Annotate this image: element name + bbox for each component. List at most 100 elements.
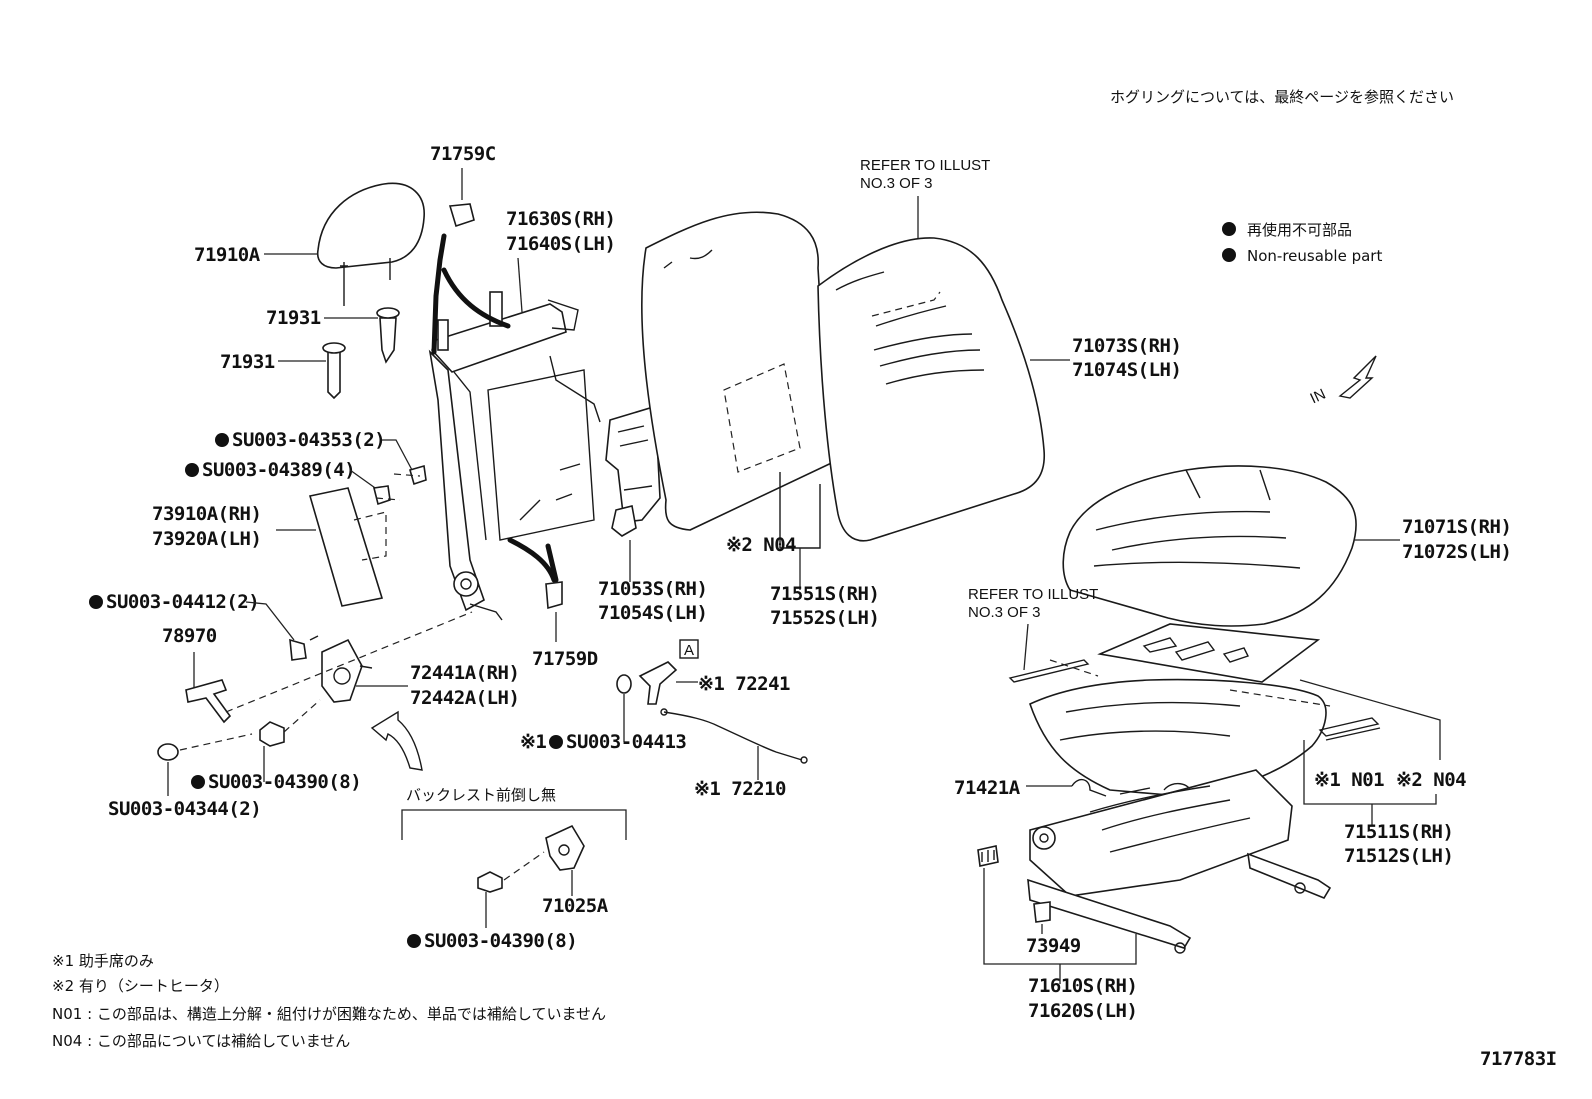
label-71759D: 71759D — [532, 648, 598, 670]
heater-strip — [1318, 717, 1381, 741]
leader-line — [517, 257, 523, 313]
switch-72241 — [638, 661, 678, 705]
label-04413-prefix: ※1 — [520, 731, 546, 753]
label-71630: 71630S(RH) — [506, 208, 615, 230]
footnote-1: ※1 助手席のみ — [52, 952, 154, 970]
frame-pivot — [1032, 826, 1056, 850]
footnote-N04: N04 : この部品については補給していません — [52, 1032, 350, 1050]
hog-ring-note: ホグリングについては、最終ページを参照ください — [1110, 88, 1454, 106]
legend-en: Non-reusable part — [1247, 247, 1382, 265]
cover-seam — [835, 271, 947, 327]
hogring-strip — [1008, 659, 1090, 683]
label-71511: 71511S(RH) — [1344, 821, 1453, 843]
bracket-78970 — [185, 679, 232, 724]
support-cap — [376, 307, 400, 319]
non-reusable-bullet-icon — [407, 934, 421, 948]
nut-04413 — [616, 674, 632, 694]
label-73920: 73920A(LH) — [152, 528, 261, 550]
label-71610: 71610S(RH) — [1028, 975, 1137, 997]
callout-box — [679, 639, 699, 659]
legend-jp: 再使用不可部品 — [1247, 221, 1352, 239]
side-cover-73910A — [308, 487, 384, 607]
leader-line — [382, 439, 413, 471]
heater-mat-slots — [1142, 637, 1249, 663]
label-71512: 71512S(LH) — [1344, 845, 1453, 867]
frame-wire — [549, 355, 601, 423]
non-reusable-bullet-icon — [191, 775, 205, 789]
label-71421A: 71421A — [954, 777, 1021, 799]
cushion-pad — [1029, 678, 1327, 797]
cover-seam — [873, 333, 985, 385]
callout-box-label: A — [684, 642, 694, 659]
label-04390-lower: SU003-04390(8) — [424, 930, 577, 952]
label-71931-upper: 71931 — [266, 307, 321, 329]
leader-bracket — [1303, 740, 1437, 805]
non-reusable-bullet-icon — [1222, 248, 1236, 262]
frame-springs — [1089, 785, 1251, 853]
wire-harness — [545, 543, 559, 583]
label-04344: SU003-04344(2) — [108, 798, 261, 820]
label-73949: 73949 — [1026, 935, 1081, 957]
label-71552: 71552S(LH) — [770, 607, 879, 629]
direction-label: IN — [1308, 386, 1329, 408]
bracket-slots — [617, 425, 653, 491]
label-N04-lower: ※2 N04 — [1396, 769, 1466, 791]
label-71640: 71640S(LH) — [506, 233, 615, 255]
rail-bolt — [1174, 942, 1186, 954]
label-71551: 71551S(RH) — [770, 583, 879, 605]
frame-details — [519, 463, 581, 521]
hogring-mark — [871, 291, 941, 317]
part-71025A — [545, 824, 585, 871]
label-71073: 71073S(RH) — [1072, 335, 1181, 357]
label-04353: SU003-04353(2) — [232, 429, 385, 451]
cable-end — [800, 756, 808, 764]
recliner-detail — [309, 635, 373, 669]
headrest-shape — [316, 182, 425, 269]
direction-arrow-icon — [1338, 355, 1377, 399]
non-reusable-bullet-icon — [215, 433, 229, 447]
install-line — [375, 473, 421, 501]
install-line — [179, 611, 473, 751]
wire-harness — [507, 537, 557, 583]
label-71074: 71074S(LH) — [1072, 359, 1181, 381]
refer-illust-lower-line1: REFER TO ILLUST — [968, 586, 1098, 603]
seat-rail-right — [1247, 852, 1332, 899]
recliner-lever — [469, 603, 503, 621]
label-71025A: 71025A — [542, 895, 609, 917]
clip-73949 — [1033, 901, 1051, 923]
refer-illust-lower-line2: NO.3 OF 3 — [968, 604, 1041, 621]
cable-end — [660, 708, 668, 716]
figure-id: 717783I — [1480, 1048, 1557, 1070]
cable-72210 — [663, 711, 803, 761]
leader-line — [1023, 623, 1029, 671]
label-71910A: 71910A — [194, 244, 261, 266]
nut-04389 — [373, 485, 391, 506]
label-04390-left: SU003-04390(8) — [208, 771, 361, 793]
label-04412: SU003-04412(2) — [106, 591, 259, 613]
footnote-N01: N01 : この部品は、構造上分解・組付けが困難なため、単品では補給していません — [52, 1005, 606, 1023]
pad-contour — [1059, 701, 1241, 741]
leader-line — [1299, 679, 1441, 760]
label-71053: 71053S(RH) — [598, 578, 707, 600]
cushion-cover — [1062, 465, 1357, 627]
refer-illust-line1: REFER TO ILLUST — [860, 157, 990, 174]
label-71759C: 71759C — [430, 143, 496, 165]
pad-contour — [663, 249, 713, 269]
label-71620: 71620S(LH) — [1028, 1000, 1137, 1022]
leader-line — [349, 469, 379, 491]
label-71071: 71071S(RH) — [1402, 516, 1511, 538]
bracket-hook — [611, 505, 637, 537]
bolt-04344 — [157, 743, 179, 761]
recliner-disc — [453, 571, 479, 597]
label-78970: 78970 — [162, 625, 217, 647]
heater-mat — [1097, 623, 1321, 683]
seatback-pad — [641, 211, 845, 531]
label-73910: 73910A(RH) — [152, 503, 261, 525]
support-71931-upper — [379, 317, 397, 364]
install-line — [503, 851, 545, 881]
seatback-cover — [817, 237, 1046, 542]
frame-inner-edge — [453, 371, 487, 541]
support-cap — [322, 342, 346, 354]
install-arrow-icon — [370, 710, 423, 771]
group-bracket — [401, 809, 627, 840]
